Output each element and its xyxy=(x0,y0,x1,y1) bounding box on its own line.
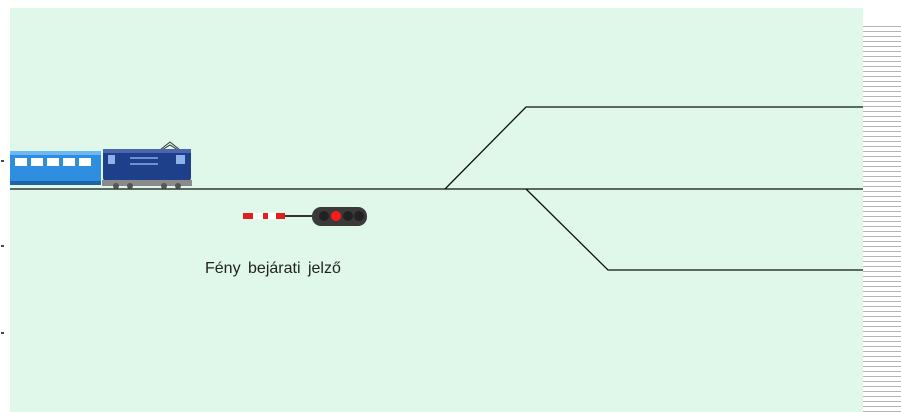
coach-window xyxy=(47,158,59,166)
entry-signal[interactable] xyxy=(243,207,367,226)
margin-tick xyxy=(1,160,4,162)
wheel xyxy=(113,183,119,189)
signal-lamp-off xyxy=(319,211,329,221)
lower-siding-track xyxy=(525,188,863,271)
locomotive xyxy=(102,141,192,189)
signal-lamp-off xyxy=(343,211,353,221)
coach-window xyxy=(31,158,43,166)
margin-tick xyxy=(1,332,4,334)
coach-window xyxy=(15,158,27,166)
right-scrollbar-strip[interactable] xyxy=(863,22,901,412)
pantograph xyxy=(159,141,181,151)
coach-window xyxy=(63,158,75,166)
loco-undercarriage xyxy=(102,180,192,186)
coach-window xyxy=(79,158,91,166)
slide-canvas xyxy=(10,8,863,412)
upper-siding-track xyxy=(444,106,863,190)
track-layout xyxy=(10,106,863,271)
wheel xyxy=(175,183,181,189)
loco-window xyxy=(108,155,115,164)
signal-pole xyxy=(243,213,285,219)
wheel xyxy=(127,183,133,189)
train xyxy=(10,141,192,189)
loco-window xyxy=(176,155,185,164)
left-margin-strip xyxy=(0,80,10,412)
signal-lamp-red xyxy=(331,211,341,221)
margin-tick xyxy=(1,245,4,247)
signal-caption: Fény bejárati jelző xyxy=(205,260,341,277)
passenger-coach xyxy=(10,151,101,185)
signal-lamp-off xyxy=(354,211,364,221)
wheel xyxy=(161,183,167,189)
